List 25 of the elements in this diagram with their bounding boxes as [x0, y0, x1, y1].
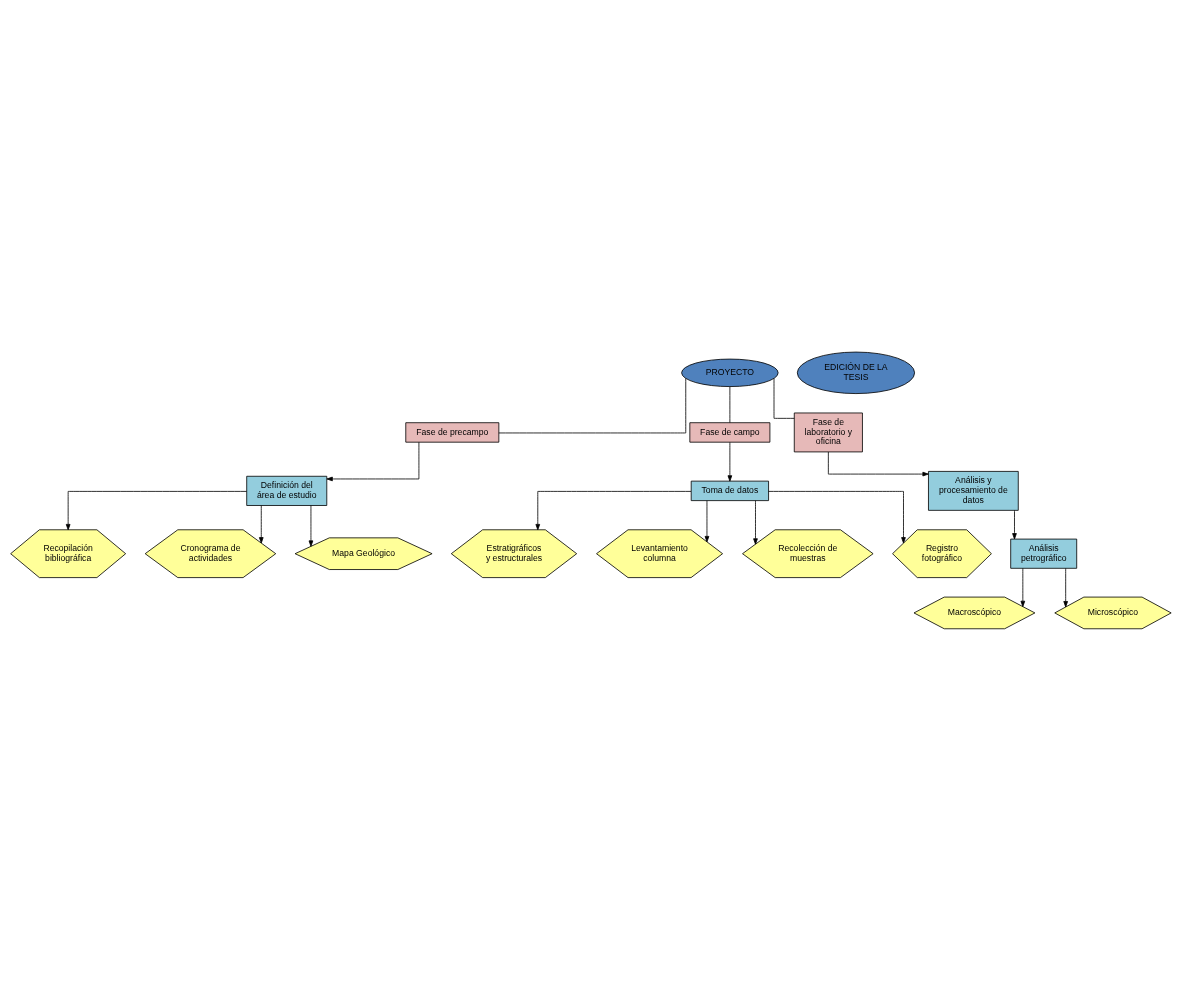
- arrow: [768, 491, 906, 544]
- arrow: [704, 500, 710, 543]
- node-box: Fase de laboratorio y oficina: [793, 412, 863, 453]
- node-box: Toma de datos: [690, 480, 769, 502]
- node-box: Fase de campo: [689, 422, 771, 443]
- arrow: [308, 505, 314, 547]
- arrow: [535, 491, 692, 531]
- node-ellipse: PROYECTO: [681, 358, 779, 387]
- arrow: [258, 505, 264, 544]
- connector: [498, 377, 687, 434]
- arrow: [727, 441, 733, 482]
- arrow: [326, 441, 420, 482]
- node-ellipse: EDICIÓN DE LA TESIS: [796, 351, 915, 394]
- arrow: [65, 491, 248, 531]
- arrow: [753, 500, 758, 545]
- node-box: Análisis petrográfico: [1010, 538, 1078, 569]
- arrow: [827, 451, 929, 477]
- connector: [773, 378, 795, 419]
- connector: [729, 386, 731, 423]
- node-box: Fase de precampo: [405, 422, 500, 443]
- node-box: Definición del área de estudio: [246, 475, 328, 506]
- arrow: [1063, 567, 1068, 608]
- arrow: [1012, 510, 1017, 540]
- arrow: [1020, 567, 1026, 607]
- node-box: Análisis y procesamiento de datos: [928, 471, 1019, 511]
